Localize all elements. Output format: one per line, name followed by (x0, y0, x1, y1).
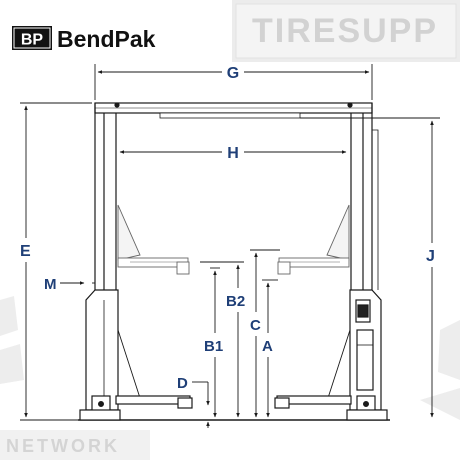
power-unit-motor (357, 304, 369, 318)
brand-name: BendPak (57, 26, 156, 52)
watermark-bottom-text: NETWORK (6, 436, 120, 456)
watermark-top-text: TIRESUPP (252, 12, 438, 50)
dim-label-g: G (227, 65, 239, 82)
overhead-beam (94, 102, 373, 119)
dimension-lines (20, 64, 440, 428)
dim-label-a: A (262, 338, 273, 355)
right-post (327, 103, 382, 420)
dim-label-b2: B2 (226, 293, 245, 310)
dim-label-b1: B1 (204, 338, 223, 355)
dim-label-e: E (20, 243, 31, 260)
dim-label-m: M (44, 276, 57, 293)
lowered-arms (91, 395, 376, 413)
logo-mark-text: BP (21, 32, 44, 49)
dim-label-j: J (426, 248, 435, 265)
dim-label-d: D (177, 375, 188, 392)
bendpak-logo: BP BendPak (12, 26, 156, 52)
two-post-lift (78, 102, 390, 421)
logo-mark-box (12, 26, 52, 50)
dim-label-c: C (250, 317, 261, 334)
dimension-labels: G H E J M B2 B1 C A D (20, 65, 435, 392)
raised-arms (117, 204, 350, 275)
dim-label-h: H (227, 145, 239, 162)
